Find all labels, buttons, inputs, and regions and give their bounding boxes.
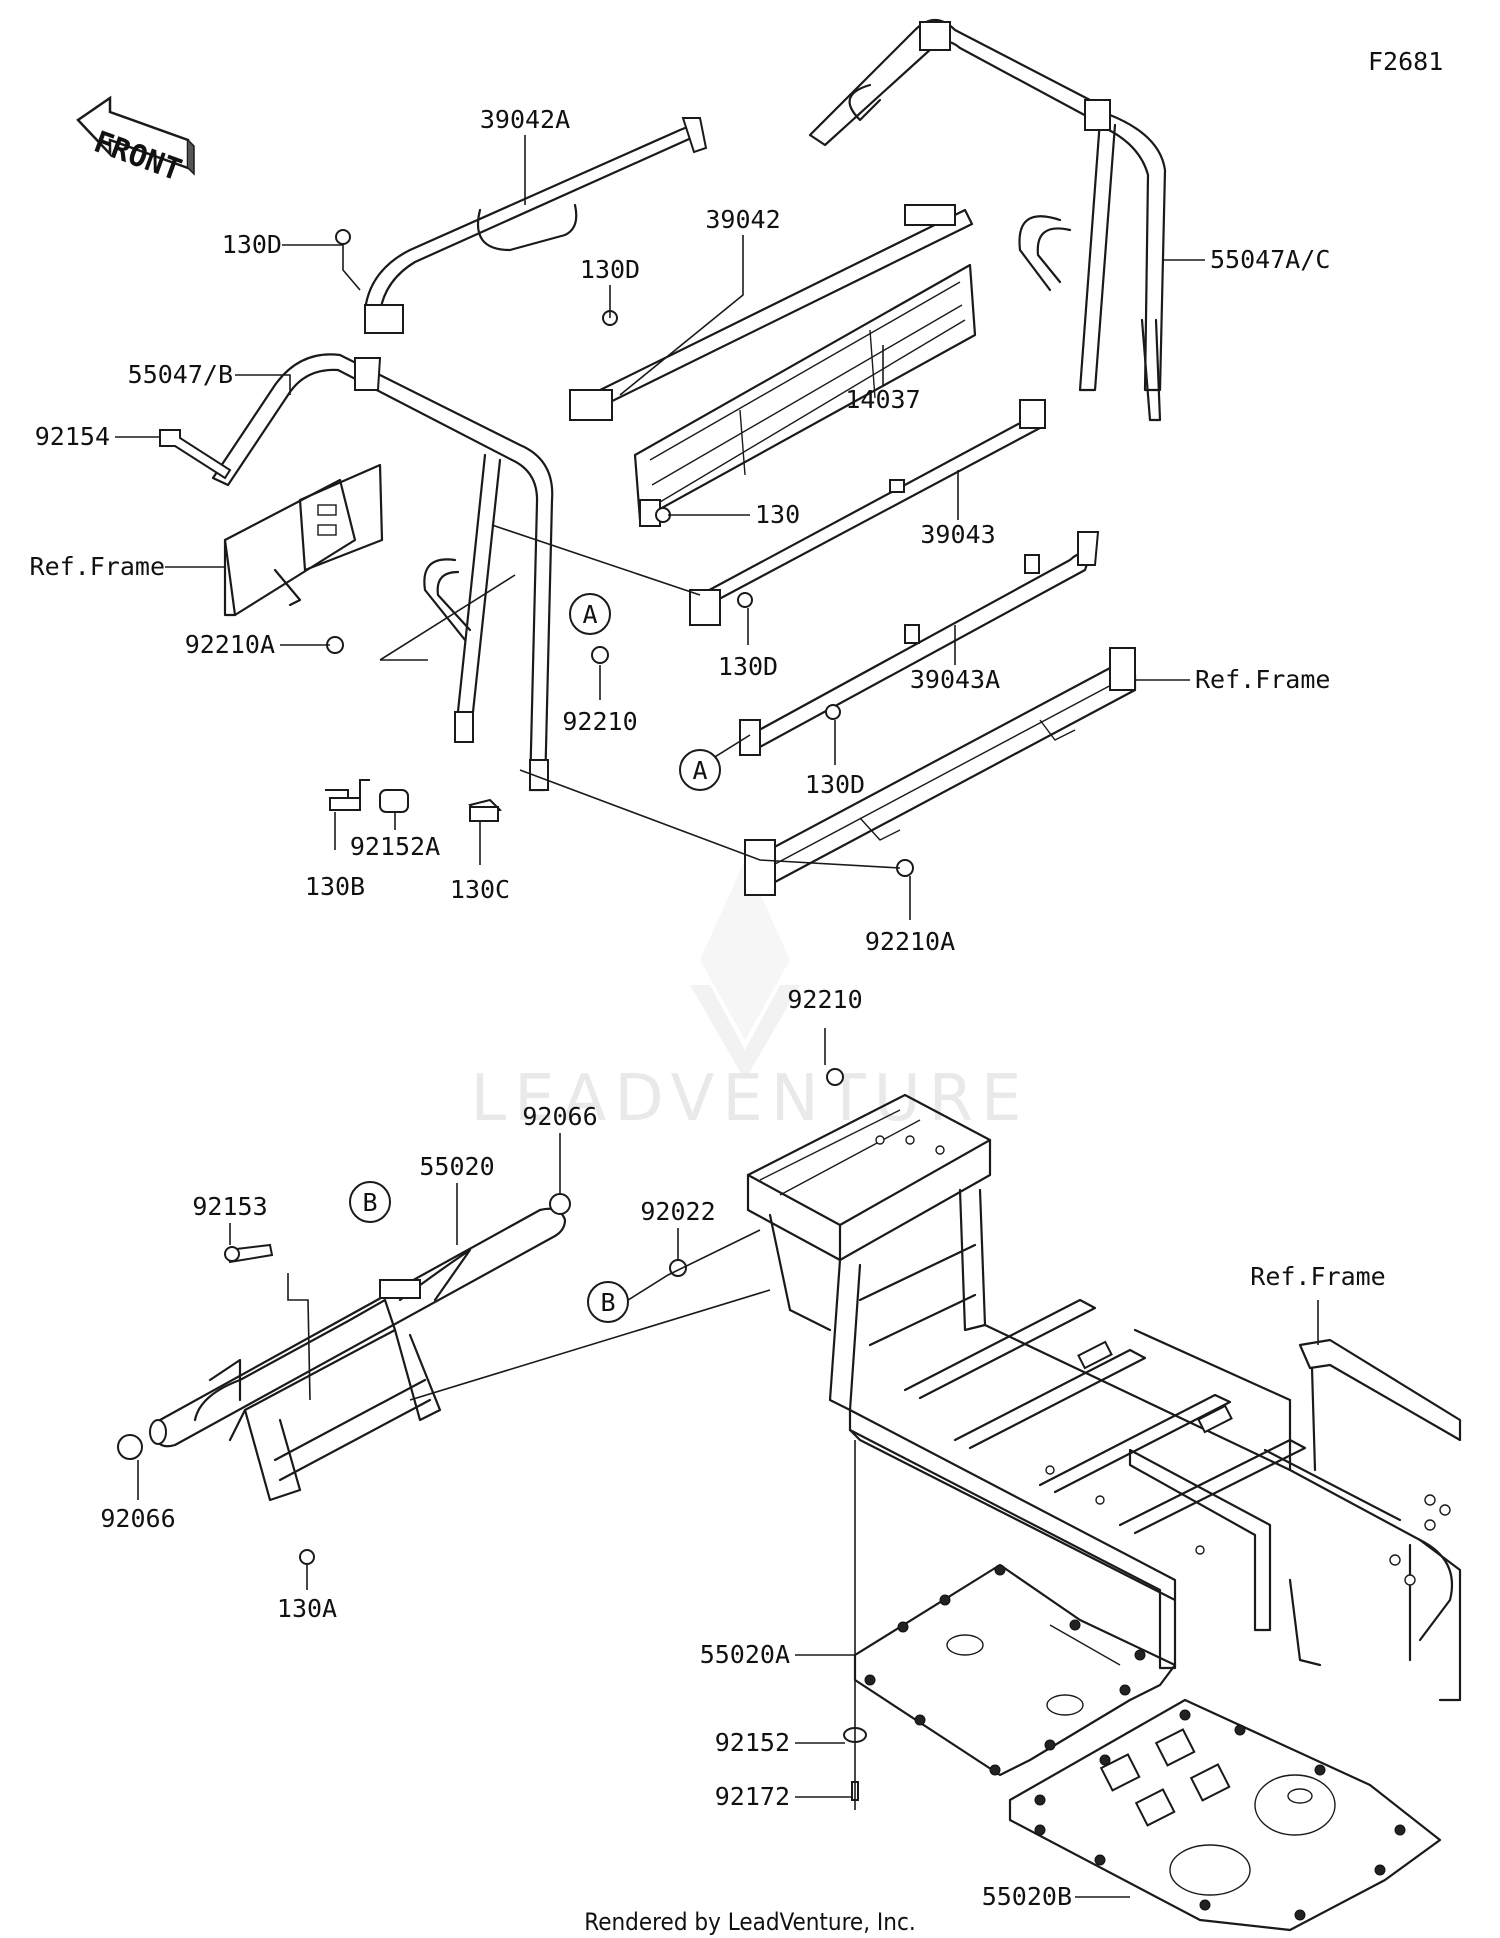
- callout-a-upper-label: A: [582, 600, 597, 629]
- label-92210A-1: 92210A: [185, 630, 275, 659]
- bolt-130C-body-icon: [469, 806, 499, 822]
- figure-code: F2681: [1368, 47, 1443, 76]
- callout-b-upper-label: B: [362, 1188, 377, 1217]
- label-92210A-2: 92210A: [865, 927, 955, 956]
- callout-b-lower: B: [587, 1281, 629, 1323]
- bolt-130A-icon: [299, 1549, 315, 1565]
- callout-a-lower-label: A: [692, 756, 707, 785]
- label-92153: 92153: [192, 1192, 267, 1221]
- watermark: LEADVENTURE: [471, 860, 1030, 1136]
- bolt-130D-icon: [737, 592, 753, 608]
- watermark-logo-icon: [690, 860, 800, 1080]
- callout-a-lower: A: [679, 749, 721, 791]
- label-39042A: 39042A: [480, 105, 570, 134]
- label-92154: 92154: [35, 422, 110, 451]
- skid-plate-b-bolts: [1034, 1709, 1406, 1921]
- bolt-92154-icon: [159, 429, 232, 480]
- label-55047AC: 55047A/C: [1210, 245, 1330, 274]
- label-55020: 55020: [419, 1152, 494, 1181]
- grommet-92066-icon: [117, 1434, 143, 1460]
- bolt-130D-icon: [825, 704, 841, 720]
- label-55020A: 55020A: [700, 1640, 790, 1669]
- frame-front-bracket: [223, 463, 384, 617]
- callout-b-lower-label: B: [600, 1288, 615, 1317]
- label-130D-3: 130D: [718, 652, 778, 681]
- leader-lines-lower: [137, 1028, 1319, 1898]
- callout-a-upper: A: [569, 593, 611, 635]
- label-ref-frame-2: Ref.Frame: [1195, 665, 1330, 694]
- label-39043A: 39043A: [910, 665, 1000, 694]
- callout-b-upper: B: [349, 1181, 391, 1223]
- frame-holes: [875, 1135, 1451, 1586]
- nut-92210-icon: [591, 646, 609, 664]
- label-92152A: 92152A: [350, 832, 440, 861]
- skid-plate-55020A: [853, 1563, 1177, 1777]
- label-55020B: 55020B: [982, 1882, 1072, 1911]
- leader-lines-upper: [115, 135, 1205, 920]
- label-ref-frame-1: Ref.Frame: [30, 552, 165, 581]
- front-bumper-55020: [149, 1207, 567, 1502]
- frame-side-rail: [744, 647, 1137, 896]
- label-130D-1: 130D: [222, 230, 282, 259]
- bolt-130B-body-icon: [329, 797, 361, 811]
- label-130B: 130B: [305, 872, 365, 901]
- side-net-panel-14037: [633, 263, 977, 527]
- footer-credit: Rendered by LeadVenture, Inc.: [584, 1908, 915, 1936]
- label-55047B: 55047/B: [128, 360, 233, 389]
- label-92210-1: 92210: [562, 707, 637, 736]
- label-130: 130: [755, 500, 800, 529]
- label-39043: 39043: [920, 520, 995, 549]
- collar-92152A-icon: [379, 789, 409, 813]
- skid-plate-55020B: [1008, 1698, 1442, 1932]
- watermark-text: LEADVENTURE: [471, 1062, 1030, 1136]
- fasteners-upper: [159, 229, 914, 877]
- label-92172: 92172: [715, 1782, 790, 1811]
- label-92022: 92022: [640, 1197, 715, 1226]
- label-92152: 92152: [715, 1728, 790, 1757]
- nut-92210-icon: [826, 1068, 844, 1086]
- label-130D-4: 130D: [805, 770, 865, 799]
- label-ref-frame-3: Ref.Frame: [1250, 1262, 1385, 1291]
- part-labels: 39042A 130D 39042 130D 55047A/C 55047/B …: [30, 105, 1386, 1911]
- label-92066-1: 92066: [522, 1102, 597, 1131]
- nut-130-icon: [655, 507, 671, 523]
- rear-rops-hoop-55047AC: [808, 18, 1167, 422]
- cross-rail-39043A: [739, 531, 1100, 756]
- label-92210-2: 92210: [787, 985, 862, 1014]
- cross-rail-39043: [689, 399, 1046, 626]
- label-92066-2: 92066: [100, 1504, 175, 1533]
- skid-plate-bolts: [864, 1564, 1146, 1776]
- front-direction-arrow-icon: FRONT: [76, 95, 195, 188]
- label-130A: 130A: [277, 1594, 337, 1623]
- bolt-92153-head-icon: [224, 1246, 240, 1262]
- grommet-92066-icon: [549, 1193, 571, 1215]
- label-14037: 14037: [845, 385, 920, 414]
- main-chassis-frame: [746, 1093, 1462, 1702]
- front-rops-hoop-55047B: [211, 353, 554, 792]
- roof-rail-39042A: [363, 117, 708, 334]
- bolt-130D-icon: [335, 229, 351, 245]
- cross-rail-39042: [569, 204, 974, 421]
- label-39042: 39042: [705, 205, 780, 234]
- label-130C: 130C: [450, 875, 510, 904]
- label-130D-2: 130D: [580, 255, 640, 284]
